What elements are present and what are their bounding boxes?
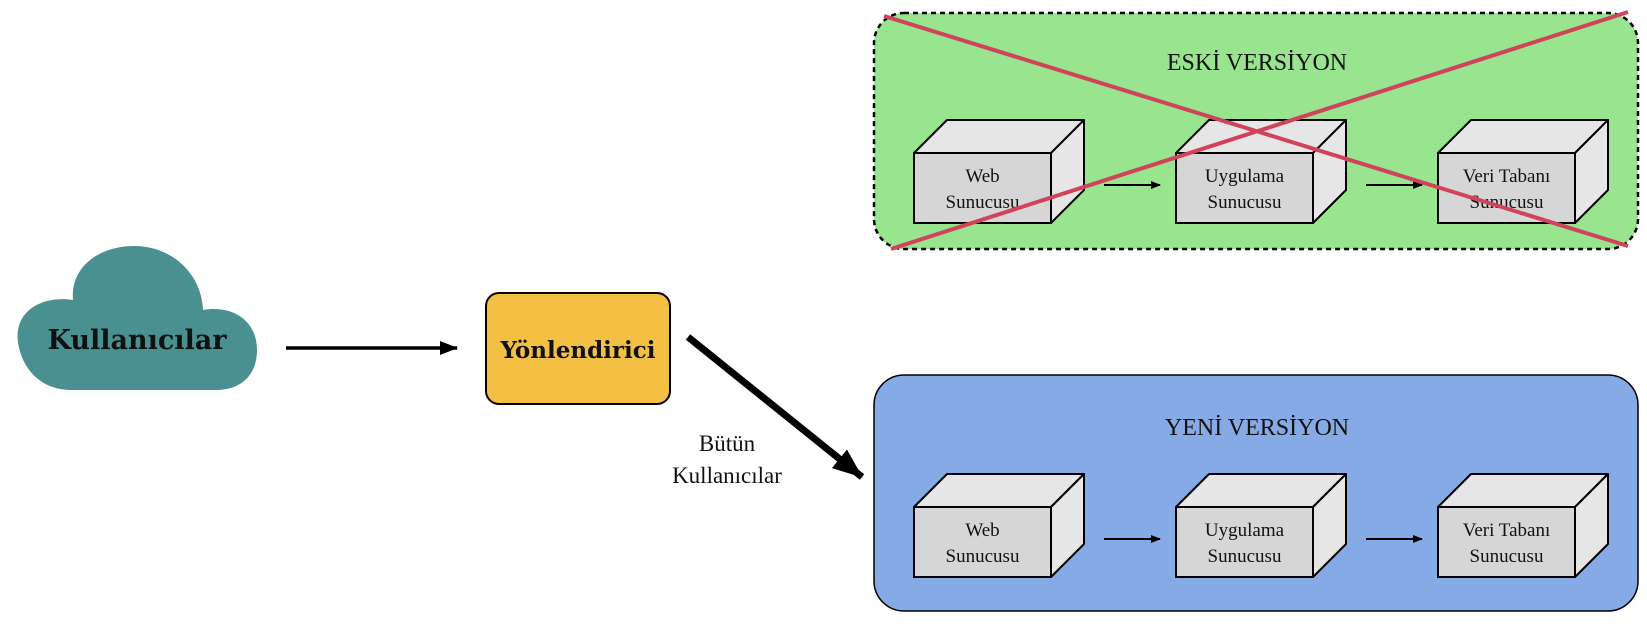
users-cloud: Kullanıcılar bbox=[17, 246, 257, 390]
old-web-server-front-face bbox=[913, 152, 1052, 224]
old-version-group: ESKİ VERSİYON WebSunucusuUygulamaSunucus… bbox=[872, 10, 1640, 251]
new-db-server-label-line2: Sunucusu bbox=[1470, 546, 1544, 567]
old-db-server-front-face bbox=[1437, 152, 1576, 224]
new-web-server-label-line2: Sunucusu bbox=[946, 546, 1020, 567]
cross-out-mark bbox=[883, 10, 1629, 251]
old-app-server-front-face bbox=[1175, 152, 1314, 224]
new-app-server-label-line2: Sunucusu bbox=[1208, 546, 1282, 567]
arrow-router-to-new-version bbox=[685, 334, 865, 480]
new-app-server-label-line1: Uygulama bbox=[1205, 520, 1285, 541]
old-db-server-label-line1: Veri Tabanı bbox=[1463, 166, 1551, 187]
new-db-server-front-face bbox=[1437, 506, 1576, 578]
cross-line-2 bbox=[890, 10, 1629, 251]
users-label: Kullanıcılar bbox=[47, 325, 227, 356]
old-app-server-label-line2: Sunucusu bbox=[1208, 192, 1282, 213]
router-label: Yönlendirici bbox=[500, 337, 656, 364]
new-web-server-front-face bbox=[913, 506, 1052, 578]
old-app-server-label-line1: Uygulama bbox=[1205, 166, 1285, 187]
router-box bbox=[485, 292, 671, 405]
new-version-group: YENİ VERSİYON WebSunucusuUygulamaSunucus… bbox=[873, 374, 1639, 612]
new-version-title: YENİ VERSİYON bbox=[1165, 415, 1349, 441]
new-app-server-front-face bbox=[1175, 506, 1314, 578]
edge-label-line1: Bütün bbox=[699, 431, 756, 456]
router: Yönlendirici bbox=[485, 292, 671, 405]
new-db-server-label-line1: Veri Tabanı bbox=[1463, 520, 1551, 541]
old-web-server-label-line2: Sunucusu bbox=[946, 192, 1020, 213]
edge-label-line2: Kullanıcılar bbox=[672, 463, 782, 488]
cloud-icon bbox=[17, 246, 257, 390]
new-web-server-label-line1: Web bbox=[965, 520, 999, 541]
old-version-title: ESKİ VERSİYON bbox=[1167, 50, 1347, 76]
old-web-server-label-line1: Web bbox=[965, 166, 999, 187]
old-db-server-label-line2: Sunucusu bbox=[1470, 192, 1544, 213]
